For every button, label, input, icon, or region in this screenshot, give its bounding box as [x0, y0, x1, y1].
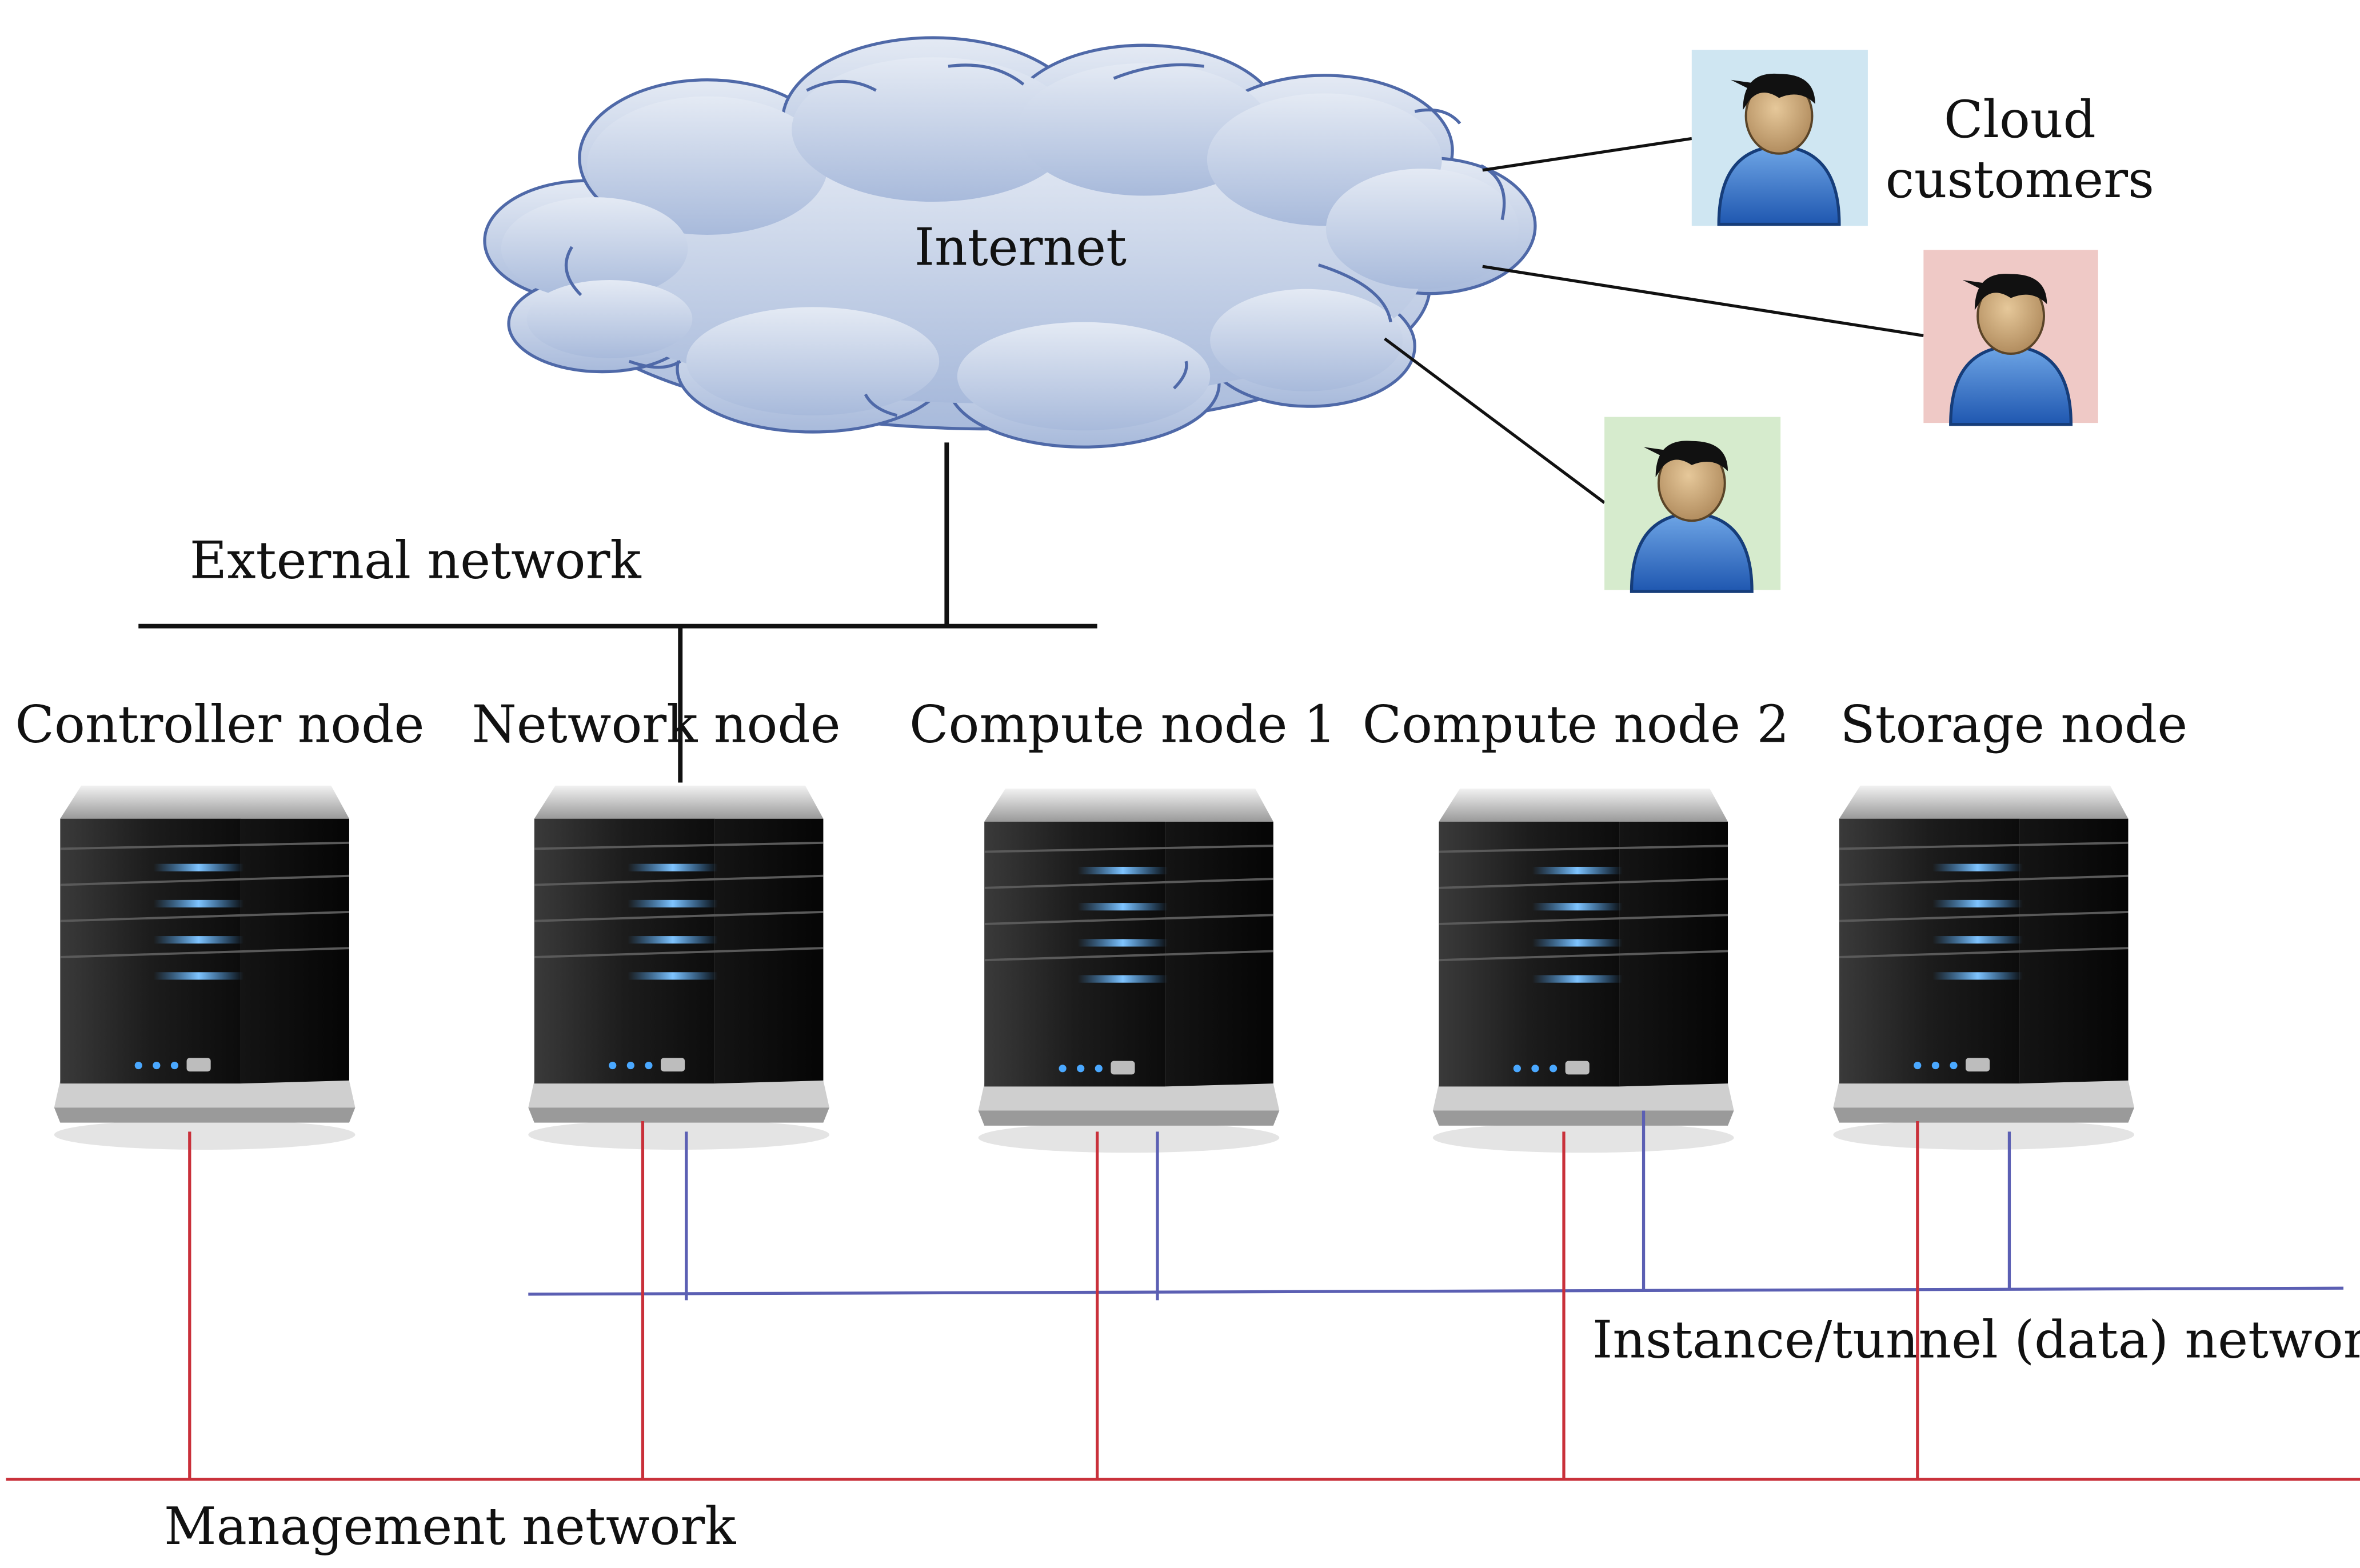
- data-network: [528, 1110, 2344, 1301]
- management-network: [6, 1121, 2360, 1481]
- node-label: Controller node: [15, 695, 424, 754]
- cloud-customer-3: [1604, 417, 1781, 591]
- node-controller: [53, 784, 357, 1151]
- server-icon: [1431, 787, 1735, 1154]
- node-label: Compute node 1: [909, 695, 1336, 754]
- cloud-customer-1: [1691, 50, 1868, 226]
- customer-link-3: [1384, 337, 1606, 504]
- customers-label-line1: Cloud: [1944, 90, 2096, 150]
- customer-link-2: [1482, 265, 1924, 338]
- server-icon: [527, 784, 830, 1151]
- server-icon: [1832, 784, 2135, 1151]
- server-icon: [977, 787, 1281, 1154]
- node-label: Storage node: [1840, 695, 2187, 754]
- cloud-customer-2: [1923, 250, 2098, 424]
- server-icon: [53, 784, 357, 1151]
- customers-label-line2: customers: [1886, 150, 2154, 210]
- data-network-label: Instance/tunnel (data) network: [1592, 1310, 2360, 1370]
- node-label: Network node: [472, 695, 841, 754]
- customer-link-1: [1482, 137, 1692, 172]
- customer-connections: [1384, 137, 1924, 504]
- node-storage: [1832, 784, 2135, 1151]
- management-network-label: Management network: [164, 1497, 736, 1557]
- node-compute-2: [1431, 787, 1735, 1154]
- data-network-line: [528, 1286, 2344, 1296]
- internet-cloud: Internet: [483, 36, 1537, 449]
- node-network: [527, 784, 830, 1151]
- node-compute-1: [977, 787, 1281, 1154]
- node-label: Compute node 2: [1363, 695, 1790, 754]
- external-network: External network: [138, 442, 1097, 783]
- cloud-label: Internet: [915, 218, 1127, 278]
- external-network-label: External network: [190, 531, 642, 590]
